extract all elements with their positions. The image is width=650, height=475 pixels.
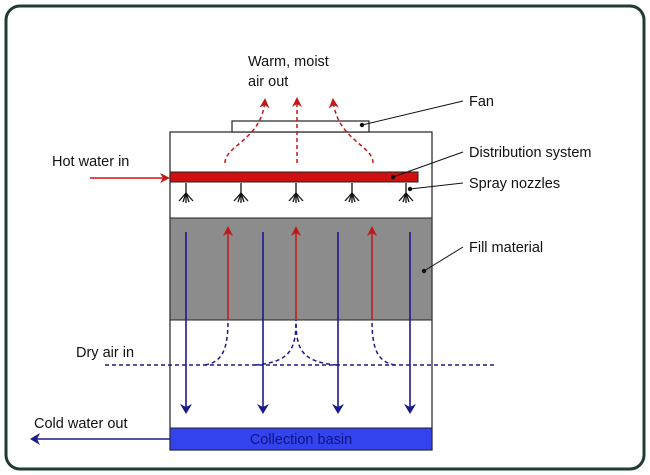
- cold-water-out-label: Cold water out: [34, 416, 128, 432]
- spray-nozzles-label: Spray nozzles: [469, 176, 560, 192]
- water-fall-arrows: [180, 232, 416, 414]
- warm-air-arrow-right: [328, 98, 374, 164]
- fill-material-leader: [421, 246, 464, 274]
- spray-nozzles-leader: [407, 182, 464, 192]
- spray-nozzle: [288, 183, 304, 203]
- fill-material-block: [169, 217, 433, 321]
- warm-air-out-arrows: [224, 97, 374, 164]
- warm-air-label-line2: air out: [248, 74, 288, 90]
- spray-nozzle: [344, 183, 360, 203]
- distribution-system-label: Distribution system: [469, 145, 591, 161]
- spray-nozzles: [178, 183, 414, 203]
- fan-leader: [359, 100, 464, 128]
- fill-material-label: Fill material: [469, 240, 543, 256]
- dry-air-in-label: Dry air in: [76, 345, 134, 361]
- distribution-leader: [390, 151, 464, 180]
- distribution-pipe: [169, 171, 419, 183]
- collection-basin-label: Collection basin: [250, 432, 352, 448]
- air-flow-paths: [204, 226, 396, 366]
- fan-label: Fan: [469, 94, 494, 110]
- spray-nozzle: [398, 183, 414, 203]
- warm-air-label-line1: Warm, moist: [248, 54, 329, 70]
- leader-lines: [359, 100, 464, 274]
- spray-nozzle: [233, 183, 249, 203]
- fan-housing: [231, 120, 370, 133]
- hot-water-in-label: Hot water in: [52, 154, 129, 170]
- warm-air-arrow-left: [224, 98, 270, 164]
- spray-nozzle: [178, 183, 194, 203]
